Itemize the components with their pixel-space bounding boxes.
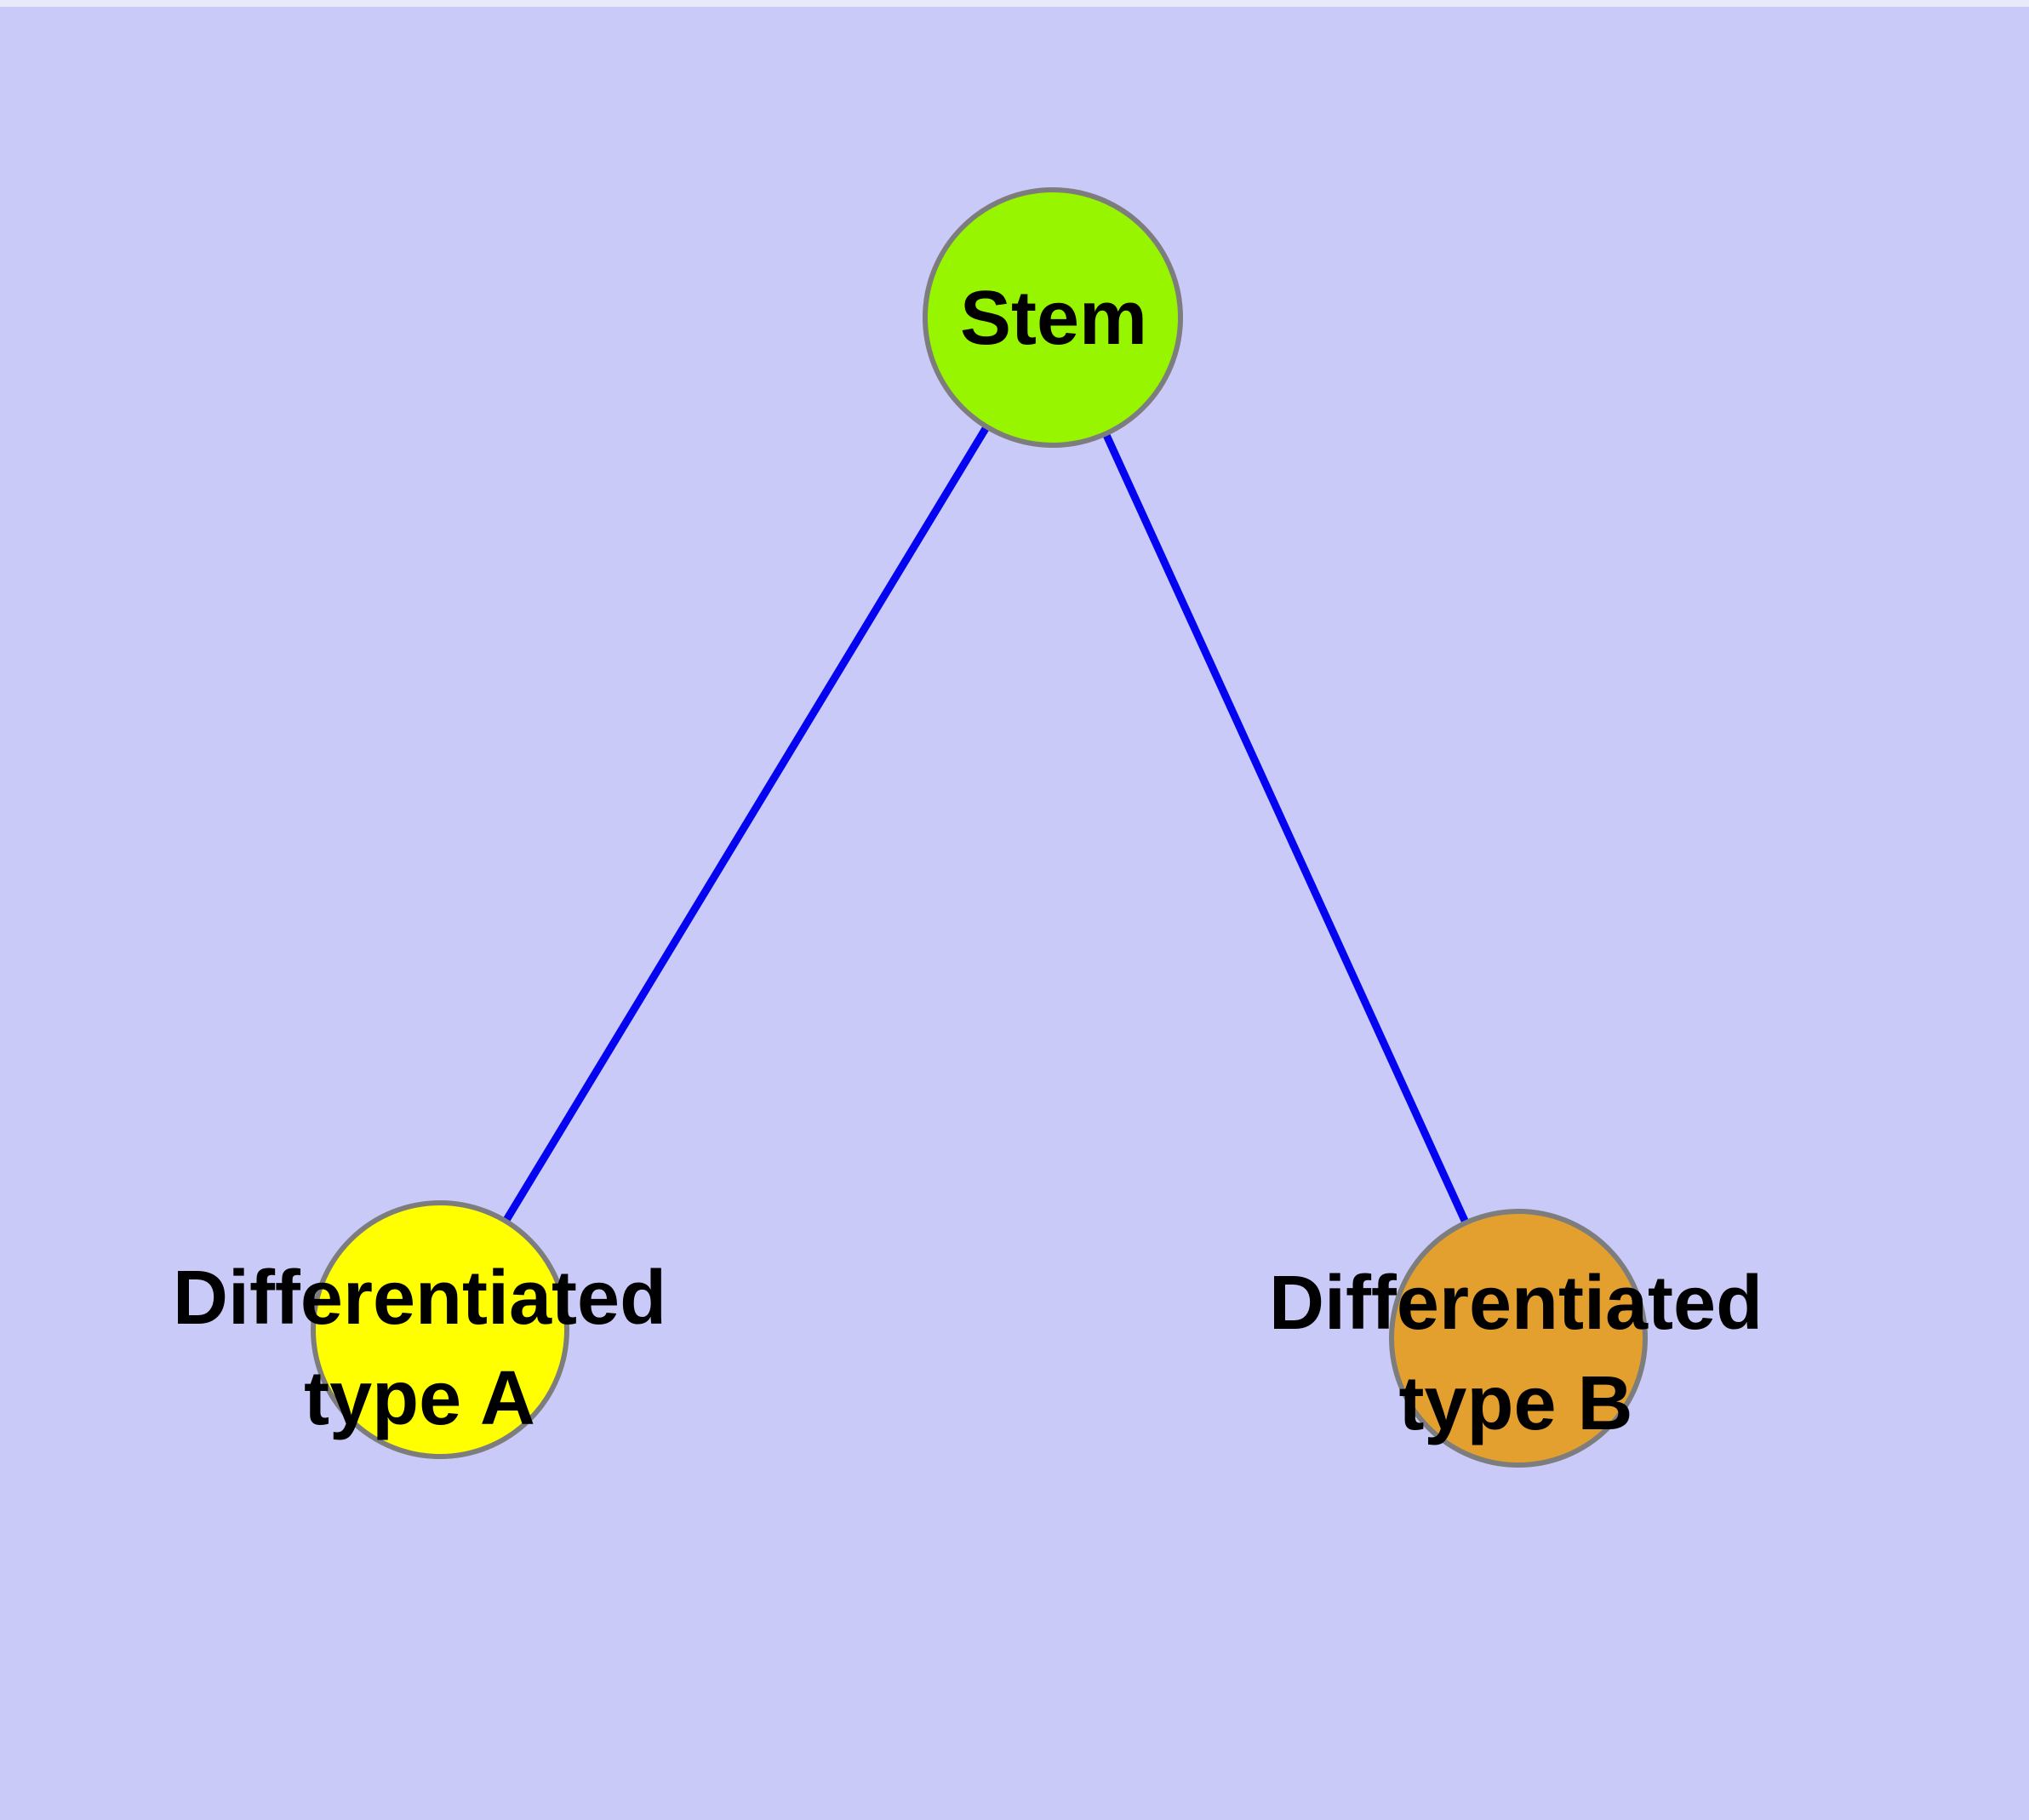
node-label-stem: Stem (960, 268, 1147, 369)
node-label-stem-text: Stem (959, 276, 1148, 361)
node-circle-type-b (1389, 1209, 1648, 1468)
node-label-differentiated-type-a: Differentiated type A (173, 1248, 666, 1449)
edge-stem-to-type-a (437, 315, 1056, 1332)
node-label-type-a-line2: type A (304, 1356, 535, 1441)
node-label-type-b-line1: Differentiated (1268, 1261, 1763, 1346)
node-label-type-b-line2: type B (1398, 1361, 1633, 1446)
window-top-edge (0, 0, 2029, 7)
node-circle-type-a (311, 1200, 569, 1459)
node-circle-stem (923, 187, 1183, 448)
node-label-type-a-line1: Differentiated (172, 1256, 667, 1341)
edge-stem-to-type-b (1049, 316, 1523, 1340)
node-label-differentiated-type-b: Differentiated type B (1269, 1253, 1763, 1454)
